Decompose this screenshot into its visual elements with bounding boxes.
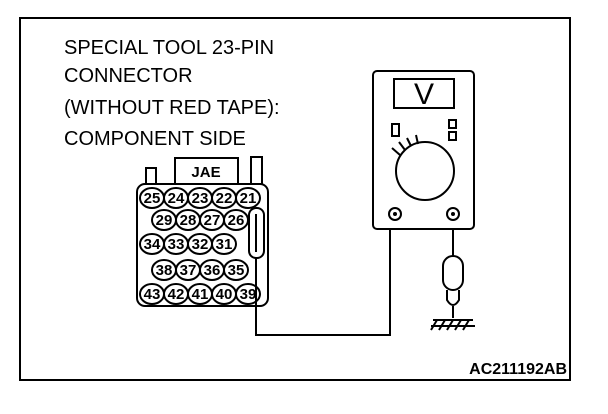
- connector-pin-label-39: 39: [240, 286, 257, 303]
- connector-label: SPECIAL TOOL 23-PIN CONNECTOR (WITHOUT R…: [64, 37, 280, 150]
- voltmeter-small-left: [391, 123, 400, 137]
- connector-pin-label-21: 21: [240, 190, 257, 207]
- voltmeter: V: [372, 70, 475, 230]
- voltmeter-display: [393, 78, 455, 109]
- label-line-1: SPECIAL TOOL 23-PIN: [64, 37, 274, 59]
- figure-code: AC211192AB: [469, 361, 567, 378]
- connector-pin-label-23: 23: [192, 190, 209, 207]
- connector-right-tab: [250, 156, 263, 185]
- label-line-2: CONNECTOR: [64, 65, 193, 87]
- voltmeter-dial-scale: [391, 134, 419, 156]
- connector-pin-label-28: 28: [180, 212, 197, 229]
- connector-pin-39: [235, 283, 261, 305]
- connector-pin-31: [211, 233, 237, 255]
- connector-pin-label-42: 42: [168, 286, 185, 303]
- connector-pin-label-35: 35: [228, 262, 245, 279]
- ground-symbol: [430, 319, 475, 331]
- connector-pin-label-25: 25: [144, 190, 161, 207]
- connector-pin-label-43: 43: [144, 286, 161, 303]
- connector-pin-label-37: 37: [180, 262, 197, 279]
- connector-pin-label-24: 24: [168, 190, 185, 207]
- connector: JAE 25 24 23 22 21 29 28 27 26 34 33 32 31 38 37 36 35 43…: [136, 156, 269, 307]
- connector-pin-label-26: 26: [228, 212, 245, 229]
- voltmeter-small-right-bottom: [448, 131, 457, 141]
- back-probe: [248, 207, 265, 259]
- connector-pin-label-34: 34: [144, 236, 161, 253]
- connector-pin-label-27: 27: [204, 212, 221, 229]
- connector-left-tab: [145, 167, 157, 185]
- connector-pin-label-31: 31: [216, 236, 233, 253]
- connector-pin-grid: 25 24 23 22 21 29 28 27 26 34 33 32 31 38 37 36 35 43 42 41…: [139, 187, 261, 305]
- connector-pin-label-41: 41: [192, 286, 209, 303]
- voltmeter-small-right-top: [448, 119, 457, 129]
- voltmeter-dial: [395, 141, 455, 201]
- connector-brand: JAE: [191, 164, 220, 181]
- label-line-3: (WITHOUT RED TAPE):: [64, 97, 280, 119]
- connector-pin-label-29: 29: [156, 212, 173, 229]
- label-line-4: COMPONENT SIDE: [64, 128, 246, 150]
- voltmeter-display-value: V: [414, 78, 434, 111]
- connector-pin-21: [235, 187, 261, 209]
- connector-pin-label-22: 22: [216, 190, 233, 207]
- connector-pin-label-33: 33: [168, 236, 185, 253]
- connector-pin-label-38: 38: [156, 262, 173, 279]
- connector-pin-label-40: 40: [216, 286, 233, 303]
- connector-pin-label-36: 36: [204, 262, 221, 279]
- connector-pin-35: [223, 259, 249, 281]
- connector-pin-label-32: 32: [192, 236, 209, 253]
- ground-clip: [442, 255, 464, 318]
- figure-border: [19, 17, 571, 381]
